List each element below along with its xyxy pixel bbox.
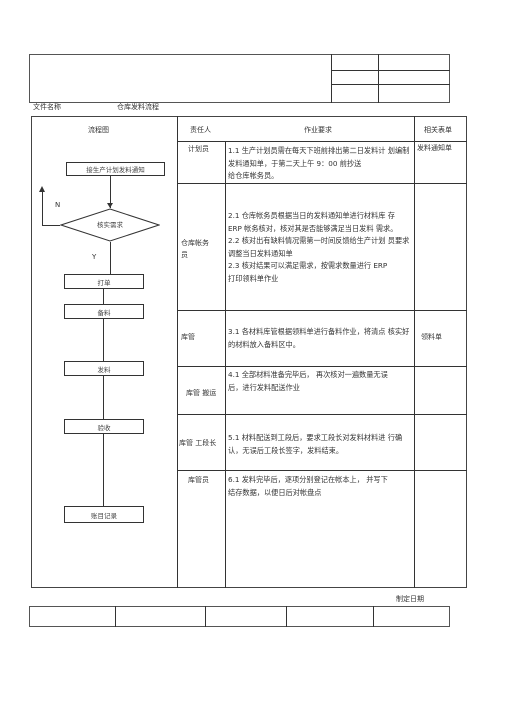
col-header-forms: 相关表单	[424, 126, 452, 134]
decision-diamond	[60, 208, 160, 242]
row1-form: 发料通知单	[417, 144, 452, 152]
row6-responsible: 库管员	[188, 476, 209, 484]
flow-step-accept: 验收	[64, 419, 144, 434]
footer-table	[29, 606, 450, 627]
flow-step-record: 账目记录	[64, 506, 144, 523]
main-table	[31, 116, 467, 588]
no-label: N	[55, 201, 61, 209]
col-header-requirements: 作业要求	[304, 126, 332, 134]
row4-requirements: 4.1 全部材料准备完毕后， 再次核对一遍数量无误 后，进行发料配送作业	[228, 370, 388, 392]
row1-responsible: 计划员	[188, 145, 209, 153]
row4-responsible: 库管 搬运	[186, 389, 217, 397]
row1-requirements: 1.1 生产计划员需在每天下班前排出第二日发料计 划编制 发料通知单，于第二天上…	[228, 146, 410, 180]
row5-requirements: 5.1 材料配送到工段后，要求工段长对发料材料进 行确 认，无误后工段长签字，发…	[228, 433, 403, 455]
row3-responsible: 库管	[181, 333, 195, 341]
flow-step-print: 打单	[64, 274, 144, 289]
arrow-head	[39, 186, 45, 192]
row3-form: 领料单	[421, 333, 442, 341]
row6-requirements: 6.1 发料完毕后，逐项分别登记在帐本上， 并写下 结存数据，以便日后对帐盘点	[228, 475, 388, 497]
doc-name-label: 文件名称	[33, 103, 61, 111]
header-box	[29, 54, 450, 103]
flow-step-prepare: 备料	[64, 304, 144, 319]
row3-requirements: 3.1 各材料库管根据领料单进行备料作业，将清点 核实好 的材料放入备料区中。	[228, 327, 410, 349]
decision-label: 核实需求	[97, 221, 123, 229]
yes-label: Y	[92, 253, 97, 261]
row2-responsible: 仓库帐务员	[181, 239, 209, 259]
row2-requirements: 2.1 仓库帐务员根据当日的发料通知单进行材料库 存 ERP 帐务核对，核对其是…	[228, 211, 410, 283]
date-label: 制定日期	[396, 595, 424, 603]
arrow-head	[107, 203, 113, 208]
col-header-flowchart: 流程图	[88, 126, 109, 134]
flow-step-dispatch: 发料	[64, 361, 144, 376]
col-header-responsible: 责任人	[190, 126, 211, 134]
flow-start-node: 接生产计划发料通知	[66, 162, 165, 176]
row5-responsible: 库管 工段长	[179, 439, 217, 447]
doc-name-value: 仓库发料流程	[117, 103, 159, 111]
